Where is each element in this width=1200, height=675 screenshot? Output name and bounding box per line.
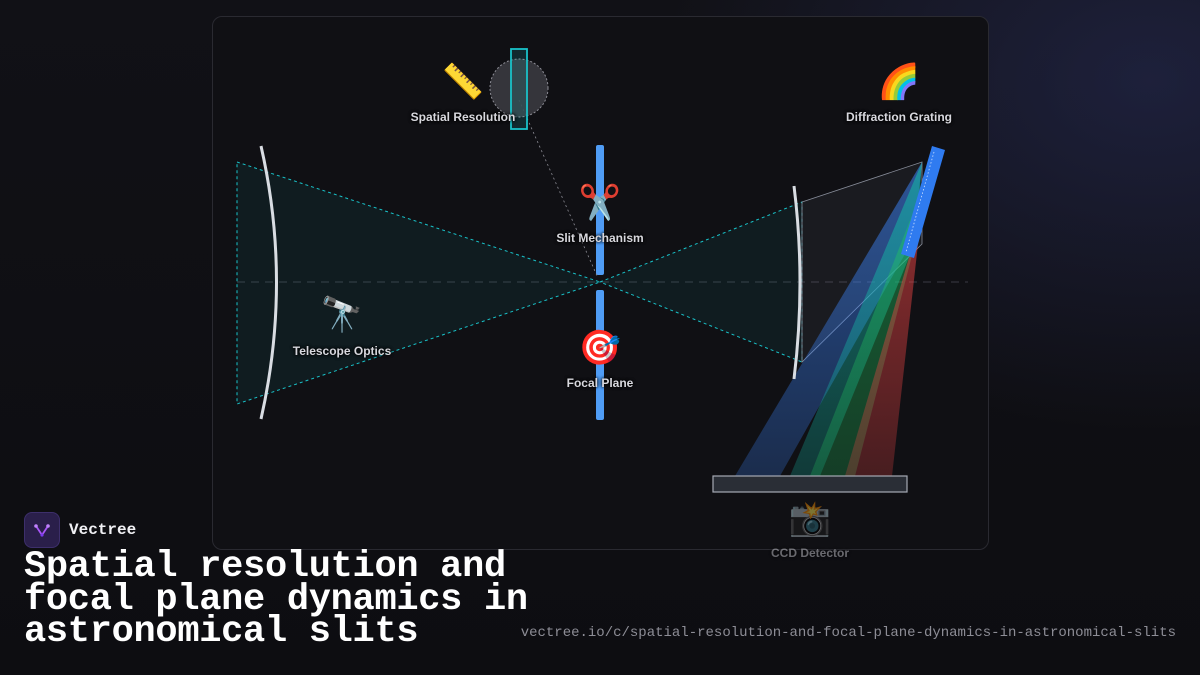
rainbow-icon: 🌈	[877, 63, 921, 101]
spectrum-red	[845, 220, 920, 476]
page-title: Spatial resolution and focal plane dynam…	[24, 546, 528, 653]
brand-name: Vectree	[69, 521, 137, 539]
camera-flash-icon: 📸	[788, 500, 832, 538]
label-slit-mechanism: Slit Mechanism	[556, 231, 644, 245]
diverging-beam	[598, 201, 803, 363]
slit-jaw-upper	[596, 145, 604, 275]
label-focal-plane: Focal Plane	[566, 376, 634, 390]
resolution-slit-rect	[510, 48, 528, 130]
telescope-lens	[259, 145, 278, 420]
resolution-circle	[489, 58, 549, 118]
page-url[interactable]: vectree.io/c/spatial-resolution-and-foca…	[520, 625, 1176, 641]
target-icon: 🎯	[578, 329, 622, 367]
label-spatial-resolution: Spatial Resolution	[410, 110, 516, 124]
collimator-lens	[792, 185, 802, 380]
label-diffraction-grating: Diffraction Grating	[845, 110, 953, 124]
ccd-detector-bar	[712, 475, 908, 493]
spectrum-blue	[735, 162, 922, 476]
brand: Vectree	[24, 512, 136, 548]
telescope-icon: 🔭	[320, 296, 364, 334]
converging-beam	[236, 161, 602, 405]
vectree-logo-icon	[24, 512, 60, 548]
slit-jaw-lower	[596, 290, 604, 420]
ruler-icon: 📏	[441, 63, 485, 101]
scissors-icon: ✂️	[578, 184, 622, 222]
label-ccd-detector: CCD Detector	[770, 546, 850, 560]
collimated-beam	[801, 161, 923, 363]
spectrum-green	[810, 200, 918, 476]
label-telescope-optics: Telescope Optics	[292, 344, 392, 358]
spectrum-teal	[790, 162, 922, 476]
